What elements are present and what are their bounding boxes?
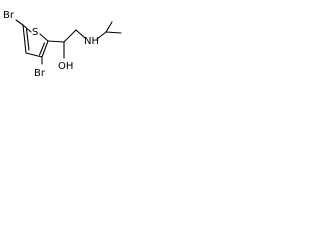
- atom-br-top: Br: [3, 10, 15, 21]
- bond-c4-c5-inner: [25, 28, 30, 51]
- bond-nh-ch: [96, 31, 107, 40]
- bond-c2-c3: [41, 40, 49, 58]
- bond-c5-br: [15, 19, 24, 26]
- molecule-structure: Br S Br OH NH: [3, 10, 122, 79]
- bond-c2-choh: [47, 40, 65, 43]
- atom-nh: NH: [84, 36, 99, 47]
- bond-s-c2: [39, 33, 49, 42]
- bond-ch-me1: [105, 21, 113, 33]
- atom-s: S: [32, 27, 38, 38]
- bond-c3-c4: [25, 52, 43, 58]
- bond-ch2-nh: [75, 29, 86, 39]
- bond-c2-c3-inner: [38, 42, 46, 56]
- bond-choh-ch2: [63, 29, 77, 43]
- bond-c4-c5: [22, 24, 27, 54]
- bond-c5-s: [22, 24, 32, 33]
- atom-oh: OH: [58, 61, 73, 72]
- bond-ch-me2: [105, 31, 122, 34]
- atom-br-bottom: Br: [34, 68, 46, 79]
